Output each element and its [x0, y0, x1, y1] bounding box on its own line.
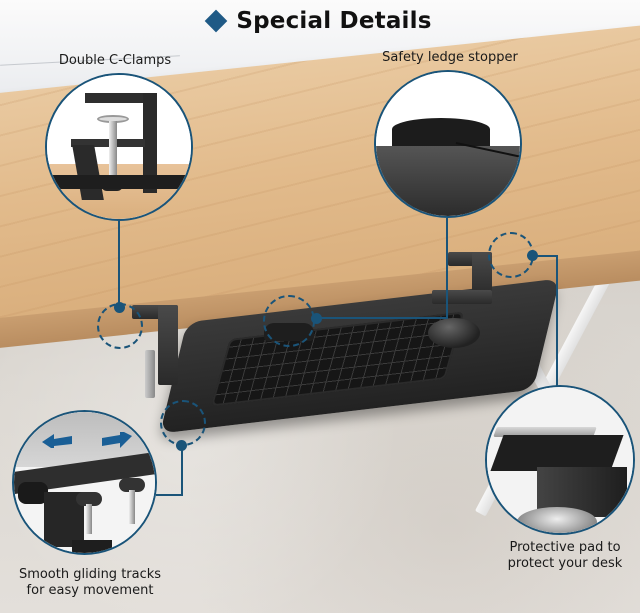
- c-clamp-icon: [47, 75, 191, 219]
- feature-label-tracks-line2: for easy movement: [26, 583, 154, 598]
- double-arrow-icon: [42, 430, 132, 450]
- connector-line: [556, 255, 558, 387]
- diamond-icon: [205, 9, 228, 33]
- feature-label-clamps: Double C-Clamps: [58, 53, 172, 68]
- left-clamp-screw: [145, 350, 155, 398]
- right-clamp-arm: [432, 290, 492, 304]
- page-title: Special Details: [236, 8, 432, 34]
- connector-line: [118, 221, 120, 307]
- protective-pad-icon: [487, 387, 633, 533]
- hotspot-stopper: [263, 295, 315, 347]
- connector-line: [181, 445, 183, 495]
- header: Special Details: [0, 0, 640, 42]
- callout-clamps: [45, 73, 193, 221]
- connector-line: [532, 255, 557, 257]
- right-clamp-body: [472, 252, 492, 296]
- callout-stopper: [374, 70, 522, 218]
- feature-label-stopper: Safety ledge stopper: [382, 50, 518, 65]
- feature-label-tracks: Smooth gliding tracks for easy movement: [10, 567, 170, 599]
- ledge-stopper-icon: [376, 72, 520, 216]
- connector-dot: [311, 313, 322, 324]
- tracks-detail: [14, 412, 155, 553]
- feature-label-pad-line2: protect your desk: [507, 556, 623, 571]
- mouse: [428, 318, 480, 348]
- feature-label-pad: Protective pad to protect your desk: [495, 540, 635, 572]
- feature-label-pad-line1: Protective pad to: [509, 540, 621, 555]
- hotspot-tracks: [160, 400, 206, 446]
- callout-tracks: [12, 410, 157, 555]
- connector-line: [156, 494, 183, 496]
- connector-line: [316, 317, 448, 319]
- left-clamp-body: [158, 305, 178, 385]
- hotspot-clamps: [97, 303, 143, 349]
- callout-pad: [485, 385, 635, 535]
- connector-line: [446, 218, 448, 318]
- feature-label-tracks-line1: Smooth gliding tracks: [18, 567, 162, 582]
